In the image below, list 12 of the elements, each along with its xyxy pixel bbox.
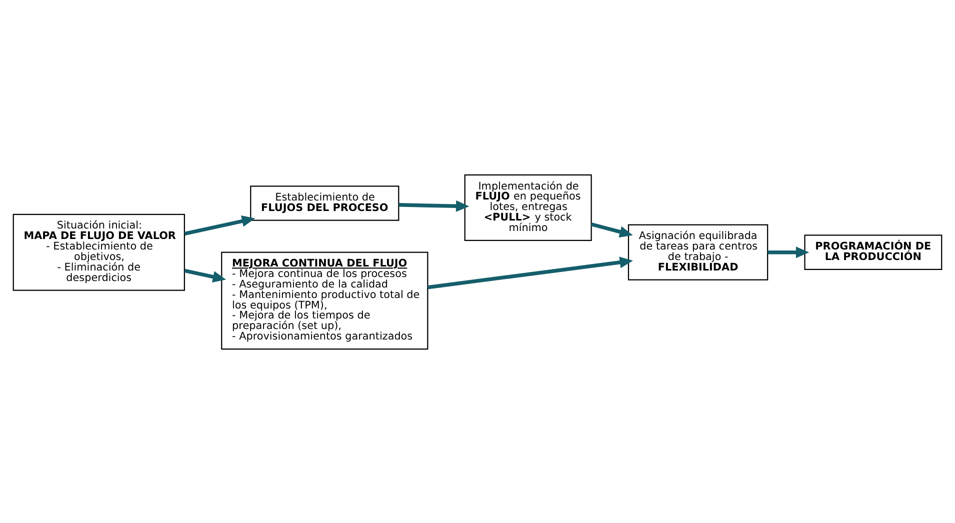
arrow [590,222,633,237]
node-box: Asignación equilibrada de tareas para centros de trabajo - FLEXIBILIDAD [628,224,768,280]
node-box: MEJORA CONTINUA DEL FLUJO - Mejora continua de los procesos - Aseguramiento de la calidad - Mantenimiento productivo total de los equipos (TPM), - Mejora de los tiempos de preparación (set up), - Aprovisionamientos garantizados [221,251,428,350]
arrow [428,256,633,289]
node-box: PROGRAMACIÓN DE LA PRODUCCIÓN [804,234,942,270]
node-box: Situación inicial: MAPA DE FLUJO DE VALOR - Establecimiento de objetivos, - Eliminación de desperdicios [12,213,185,290]
arrow [184,268,226,282]
node-box: Establecimiento de FLUJOS DEL PROCESO [250,185,400,220]
arrow [768,246,810,258]
arrow [184,214,256,236]
node-box: Implementación de FLUJO en pequeños lotes, entregas <PULL> y stock mínimo [464,174,592,240]
arrow [398,200,470,212]
